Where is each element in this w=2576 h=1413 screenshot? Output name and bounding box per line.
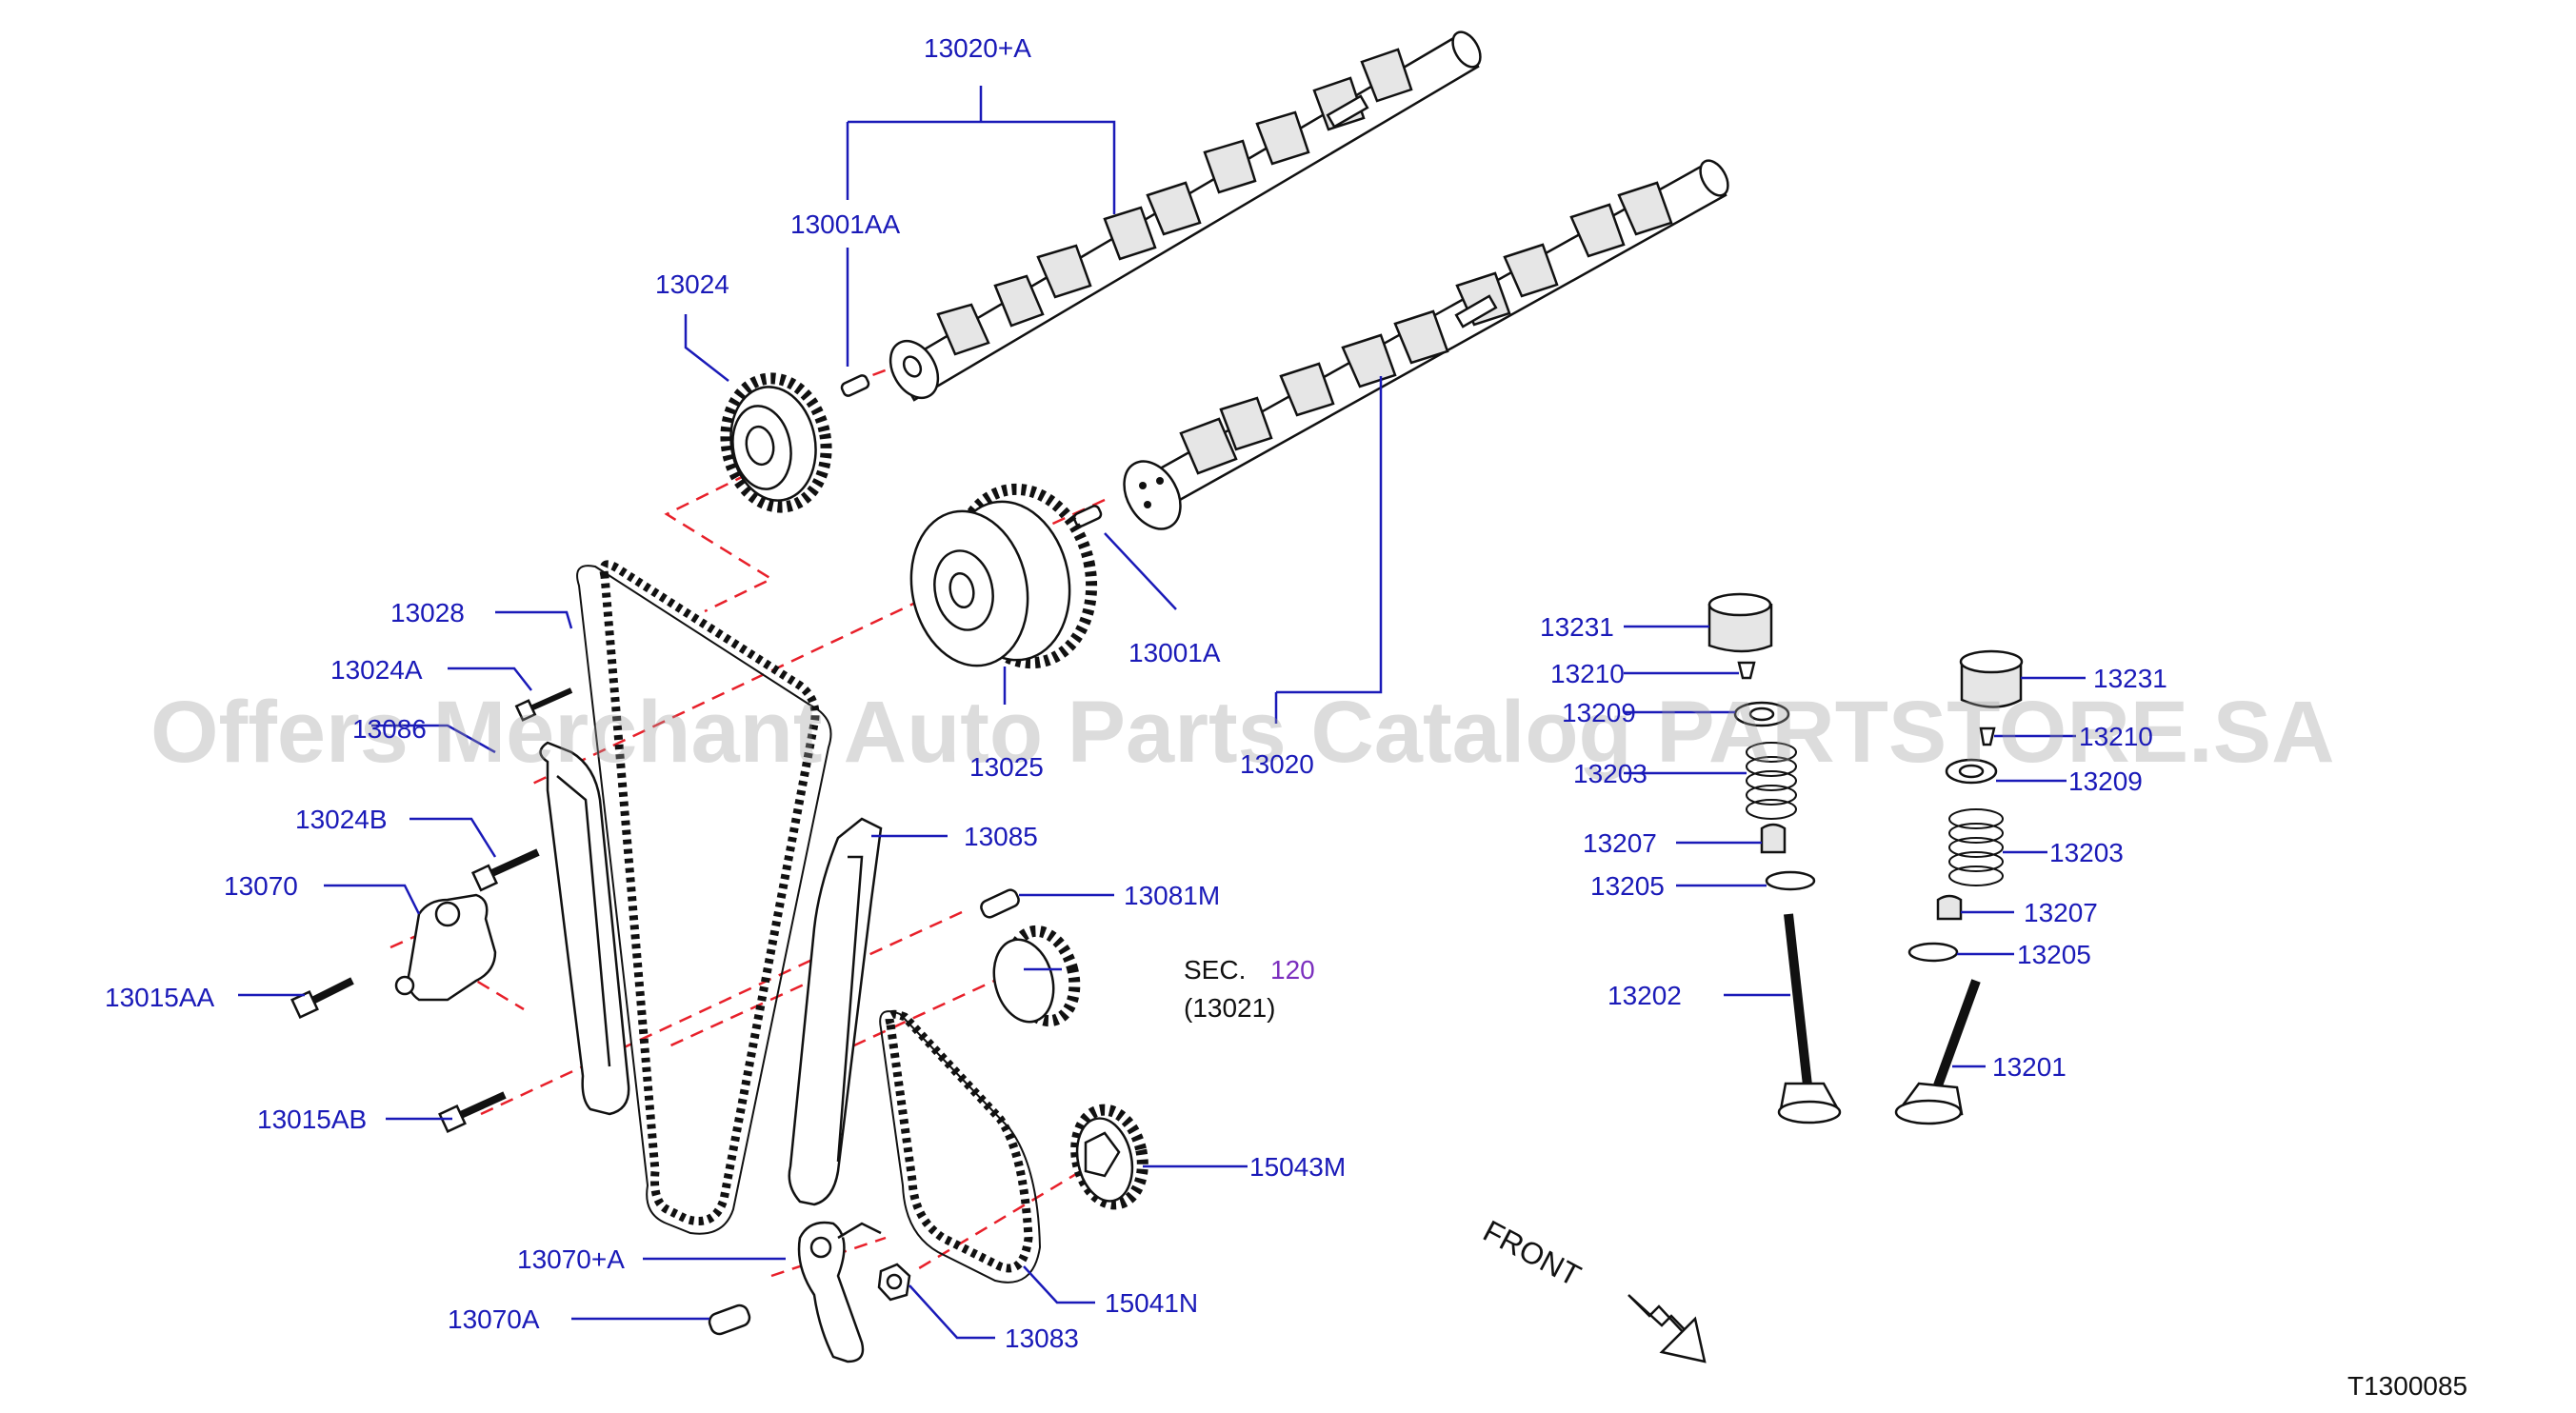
pin-13081M bbox=[980, 888, 1020, 919]
label-13081M: 13081M bbox=[1124, 881, 1220, 910]
leader-lines bbox=[238, 86, 2086, 1340]
label-13203-left: 13203 bbox=[1573, 759, 1647, 788]
label-13231-left: 13231 bbox=[1540, 612, 1614, 642]
label-15043M: 15043M bbox=[1249, 1152, 1346, 1182]
label-15041N: 15041N bbox=[1105, 1288, 1198, 1318]
intake-vtc-sprocket bbox=[909, 483, 1098, 669]
front-arrow bbox=[1627, 1294, 1707, 1363]
label-13015AA: 13015AA bbox=[105, 983, 215, 1012]
label-13015AB: 13015AB bbox=[257, 1105, 367, 1134]
oil-pump-sprocket bbox=[1070, 1104, 1148, 1210]
label-13201: 13201 bbox=[1992, 1052, 2067, 1082]
watermark: Offers Merchant Auto Parts Catalog PARTS… bbox=[150, 684, 2335, 781]
label-13085: 13085 bbox=[964, 822, 1038, 851]
label-13028: 13028 bbox=[390, 598, 465, 627]
bolt-13015AB bbox=[438, 1091, 507, 1133]
upper-camshaft bbox=[889, 30, 1482, 402]
label-13210-right: 13210 bbox=[2079, 722, 2153, 751]
lower-camshaft bbox=[1123, 159, 1729, 530]
label-sec-sub: (13021) bbox=[1184, 993, 1276, 1023]
oil-pump-chain-tensioner bbox=[797, 1221, 882, 1363]
label-13203-right: 13203 bbox=[2049, 838, 2124, 867]
main-timing-chain bbox=[576, 560, 832, 1235]
chain-slack-guide bbox=[539, 741, 630, 1116]
label-13001A: 13001A bbox=[1128, 638, 1221, 667]
label-13207-left: 13207 bbox=[1583, 828, 1657, 858]
bolt-13015AA bbox=[290, 977, 354, 1019]
diagram-code: T1300085 bbox=[2347, 1371, 2467, 1401]
upper-dowel-pin bbox=[840, 374, 870, 397]
label-13001AA: 13001AA bbox=[790, 209, 901, 239]
label-13070plusA: 13070+A bbox=[517, 1244, 625, 1274]
label-sec-number: 120 bbox=[1270, 955, 1315, 985]
label-13231-right: 13231 bbox=[2093, 664, 2167, 693]
front-label: FRONT bbox=[1478, 1213, 1587, 1293]
valve-train-right bbox=[1894, 649, 2024, 1125]
bolt-13024A bbox=[514, 687, 573, 722]
nut-13083 bbox=[877, 1263, 911, 1302]
label-13024B: 13024B bbox=[295, 805, 388, 834]
label-13020: 13020 bbox=[1240, 749, 1314, 779]
label-13202: 13202 bbox=[1608, 981, 1682, 1010]
label-13024A: 13024A bbox=[330, 655, 423, 685]
chain-tensioner bbox=[394, 893, 497, 1002]
bolt-13024B bbox=[470, 848, 540, 892]
label-sec-prefix: SEC. bbox=[1184, 955, 1246, 985]
label-13083: 13083 bbox=[1005, 1323, 1079, 1353]
valve-train-left bbox=[1707, 592, 1842, 1124]
dowel-13070A bbox=[708, 1304, 751, 1336]
label-13024: 13024 bbox=[655, 269, 729, 299]
part-labels: 13020+A 13001AA 13024 13028 13024A 13086… bbox=[105, 33, 2167, 1353]
oil-pump-chain bbox=[879, 1009, 1042, 1284]
label-13020A: 13020+A bbox=[924, 33, 1031, 63]
label-13070: 13070 bbox=[224, 871, 298, 901]
crank-sprocket bbox=[992, 925, 1081, 1027]
label-13086: 13086 bbox=[352, 714, 427, 744]
label-13205-left: 13205 bbox=[1590, 871, 1665, 901]
label-13210-left: 13210 bbox=[1550, 659, 1625, 688]
chain-tension-guide bbox=[788, 817, 883, 1206]
label-13207-right: 13207 bbox=[2024, 898, 2098, 927]
label-13205-right: 13205 bbox=[2017, 940, 2091, 969]
label-13209-right: 13209 bbox=[2068, 766, 2143, 796]
lower-dowel-pin bbox=[1072, 505, 1103, 527]
exhaust-cam-sprocket bbox=[720, 372, 832, 513]
label-13025: 13025 bbox=[969, 752, 1044, 782]
label-13209-left: 13209 bbox=[1562, 698, 1636, 727]
label-13070A: 13070A bbox=[448, 1304, 540, 1334]
